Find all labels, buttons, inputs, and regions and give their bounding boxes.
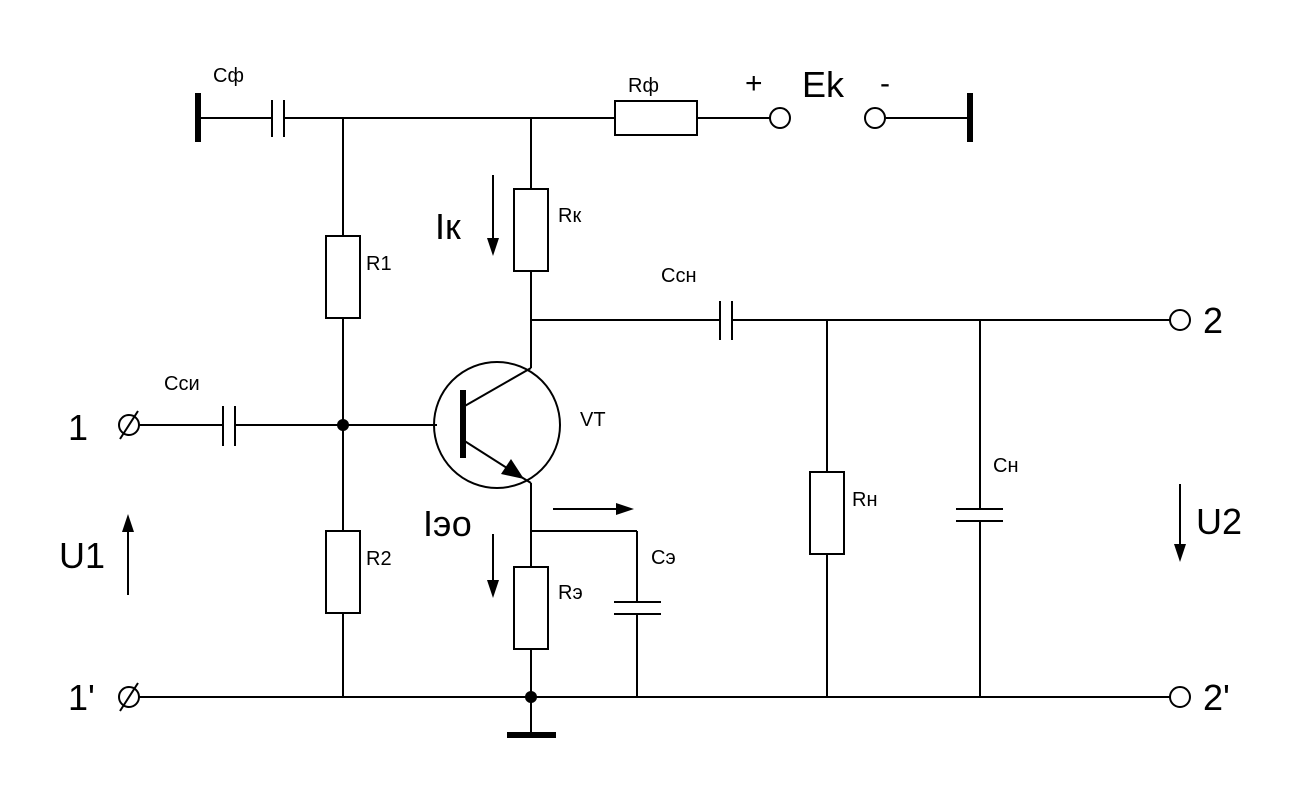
label-ik: Iк xyxy=(435,206,461,247)
label-cn: Сн xyxy=(993,455,1019,477)
label-vt: VT xyxy=(580,409,606,431)
label-u2: U2 xyxy=(1196,501,1242,542)
resistor-re xyxy=(513,566,549,650)
transistor-vt xyxy=(433,361,561,489)
label-rk: Rк xyxy=(558,205,581,227)
label-csi: Сси xyxy=(164,373,200,395)
ek-plus-terminal xyxy=(769,107,791,129)
resistor-rk xyxy=(513,188,549,272)
load-section xyxy=(809,320,1003,697)
resistor-rf xyxy=(614,100,698,136)
label-rn: Rн xyxy=(852,489,878,511)
label-re: Rэ xyxy=(558,582,583,604)
label-in1p: 1' xyxy=(68,677,95,718)
u1-arrow xyxy=(122,514,134,595)
emitter-branch xyxy=(513,483,661,697)
ik-arrow xyxy=(487,175,499,256)
label-out2: 2 xyxy=(1203,300,1223,341)
ieo-arrow-down xyxy=(487,534,499,598)
label-minus: - xyxy=(880,67,890,100)
u2-arrow xyxy=(1174,484,1186,562)
label-r1: R1 xyxy=(366,253,392,275)
top-rail xyxy=(195,93,973,142)
resistor-r1 xyxy=(325,235,361,319)
input-section xyxy=(118,406,437,446)
emitter-arrow xyxy=(501,459,524,479)
label-out2p: 2' xyxy=(1203,677,1230,718)
resistor-r2 xyxy=(325,530,361,614)
output-terminal-2p xyxy=(1169,686,1191,708)
label-u1: U1 xyxy=(59,535,105,576)
capacitor-cf xyxy=(271,100,285,137)
ground-rail xyxy=(118,682,1191,738)
label-r2: R2 xyxy=(366,548,392,570)
label-ieo: Iэо xyxy=(423,503,472,544)
ieo-arrow-right xyxy=(553,503,634,515)
label-cf: Сф xyxy=(213,65,244,87)
label-rf: Rф xyxy=(628,75,659,97)
resistor-rn xyxy=(809,471,845,555)
collector-branch xyxy=(513,118,1191,368)
label-ce: Сэ xyxy=(651,547,676,569)
label-plus: + xyxy=(745,67,763,100)
label-ek: Ek xyxy=(802,64,845,105)
output-terminal-2 xyxy=(1169,309,1191,331)
label-csn: Ссн xyxy=(661,265,697,287)
ek-minus-terminal xyxy=(864,107,886,129)
label-in1: 1 xyxy=(68,407,88,448)
bias-divider xyxy=(325,118,361,697)
